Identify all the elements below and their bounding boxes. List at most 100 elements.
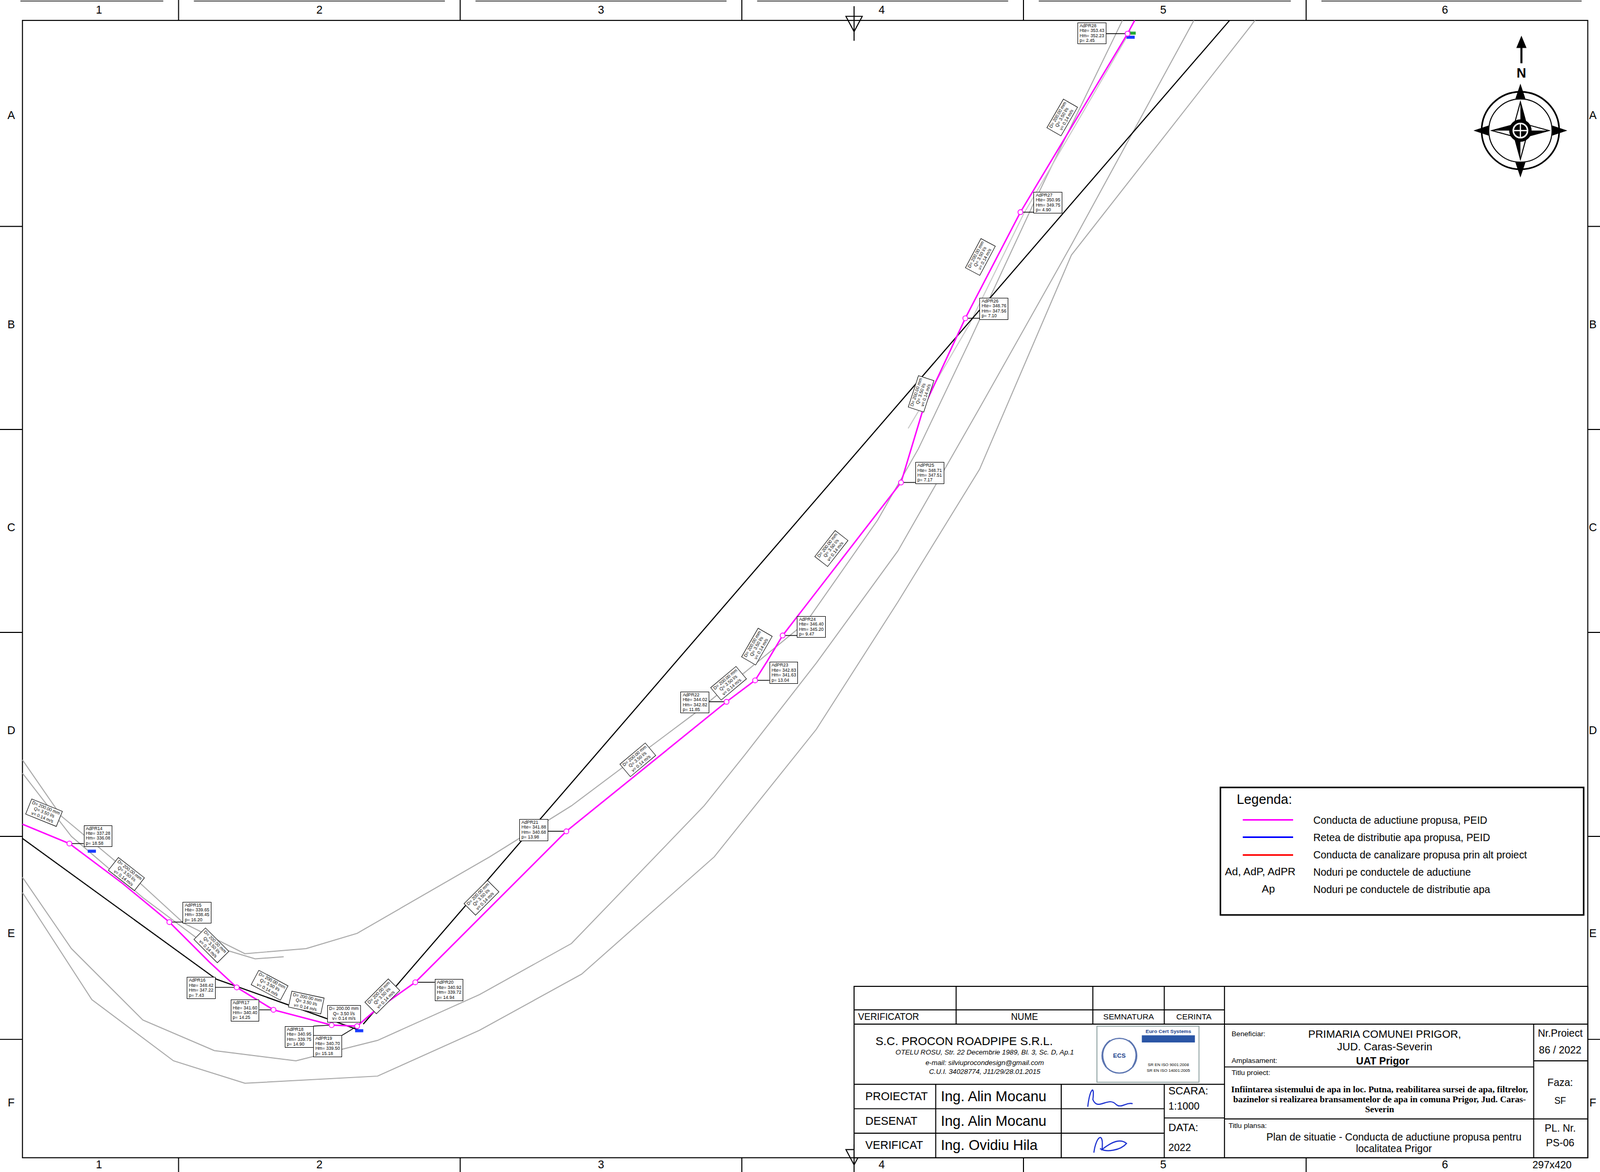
node-text: AdPR23 — [771, 663, 797, 668]
title-block-text: Ing. Alin Mocanu — [940, 1088, 1047, 1105]
title-block-text: NUME — [1010, 1011, 1039, 1023]
node-text: Hm= 339.75 — [286, 1037, 312, 1043]
title-block-text: S.C. PROCON ROADPIPE S.R.L. — [875, 1035, 1053, 1049]
node-point — [354, 1024, 360, 1029]
node-point — [898, 480, 904, 485]
node-box: AdPR20Hte= 340.92Hm= 339.72p= 14.94 — [434, 979, 464, 1002]
grid-reference: 4 — [878, 1158, 885, 1172]
title-block-grid — [854, 986, 1588, 1159]
legend-swatch — [1242, 854, 1293, 857]
legend-box — [1220, 787, 1584, 916]
node-text: p= 9.47 — [798, 632, 824, 637]
pipe-label-box: D= 200.00 mmQ= 3.50 l/sv= 0.14 m/s — [25, 798, 63, 828]
grid-reference: E — [1588, 927, 1597, 941]
node-text: Hm= 342.82 — [682, 702, 708, 708]
grid-reference: A — [7, 109, 15, 123]
drawing-part — [854, 787, 1588, 1159]
node-text: p= 7.17 — [917, 477, 943, 483]
grid-reference: E — [7, 927, 15, 941]
signature — [1088, 1090, 1134, 1108]
pipe-label-box: D= 200.00 mmQ= 3.50 l/sv= 0.14 m/s — [741, 627, 773, 666]
pipe-label-box: D= 200.00 mmQ= 3.50 l/sv= 0.14 m/s — [288, 991, 325, 1016]
node-text: p= 14.90 — [286, 1042, 312, 1048]
title-block-text: Plan de situatie - Conducta de aductiune… — [1253, 1131, 1535, 1155]
node-text: p= 7.10 — [981, 313, 1007, 319]
title-block-text: PROIECTAT — [865, 1090, 928, 1104]
node-text: p= 13.04 — [771, 678, 797, 684]
legend-swatch — [1242, 819, 1293, 821]
node-text: p= 14.25 — [232, 1015, 258, 1021]
node-text: Hm= 336.08 — [86, 836, 111, 841]
title-block-text: SEMNATURA — [1103, 1012, 1154, 1022]
grid-reference: 2 — [316, 1158, 323, 1172]
road-edge — [22, 20, 1194, 1062]
node-text: p= 13.98 — [521, 835, 547, 840]
node-text: Hm= 349.75 — [1035, 203, 1061, 208]
node-text: Hte= 348.76 — [981, 303, 1007, 309]
drawing-part — [22, 20, 1230, 1031]
node-box: AdPR14Hte= 337.28Hm= 336.08p= 18.58 — [83, 825, 113, 848]
node-text: p= 4.90 — [1035, 207, 1061, 213]
drawing-part — [87, 31, 1136, 1033]
compass-ring — [1481, 91, 1560, 170]
grid-reference: 5 — [1160, 1158, 1167, 1172]
valve-mark — [1129, 31, 1136, 35]
certification-logo — [1096, 1026, 1200, 1083]
pipe-label-box: D= 200.00 mmQ= 3.50 l/sv= 0.14 m/s — [364, 978, 401, 1015]
grid-reference: 3 — [598, 3, 605, 17]
title-block-text: Ing. Ovidiu Hila — [940, 1137, 1038, 1155]
compass-ring — [1488, 99, 1553, 163]
node-text: Hm= 338.45 — [184, 912, 210, 918]
boundary-line — [22, 838, 360, 1031]
legend-text: Noduri pe conductele de aductiune — [1313, 866, 1471, 879]
node-text: Hm= 345.20 — [798, 627, 824, 633]
node-text: Hm= 340.68 — [521, 830, 547, 836]
title-block-text: DESENAT — [865, 1114, 917, 1128]
node-box: AdPR15Hte= 339.65Hm= 338.45p= 16.20 — [182, 902, 212, 925]
node-box: AdPR19Hte= 340.70Hm= 339.50p= 15.18 — [313, 1035, 343, 1058]
pipe-label-box: D= 200.00 mmQ= 3.50 l/sv= 0.14 m/s — [710, 666, 748, 701]
node-text: Hte= 348.71 — [917, 468, 943, 474]
compass-hub — [1513, 123, 1528, 138]
node-text: AdPR25 — [917, 463, 943, 468]
title-block-text: Titlu plansa: — [1228, 1122, 1267, 1132]
legend-swatch — [1242, 836, 1293, 839]
node-text: Hte= 339.65 — [184, 908, 210, 913]
title-block-text: PRIMARIA COMUNEI PRIGOR, JUD. Caras-Seve… — [1295, 1028, 1474, 1054]
node-text: Hte= 341.60 — [232, 1006, 258, 1011]
node-point — [412, 980, 418, 986]
pipe-label-box: D= 200.00 mmQ= 3.50 l/sv= 0.14 m/s — [814, 530, 849, 568]
node-text: Hm= 347.51 — [917, 473, 943, 478]
node-text: p= 14.94 — [436, 995, 462, 1001]
grid-reference: F — [1589, 1096, 1597, 1110]
grid-reference: C — [7, 520, 16, 535]
node-text: p= 2.45 — [1079, 38, 1105, 44]
node-text: p= 16.20 — [184, 918, 210, 923]
grid-reference: 3 — [598, 1158, 605, 1172]
node-point — [780, 633, 785, 638]
road-edge — [22, 20, 1123, 955]
node-point — [329, 1022, 335, 1028]
sheet-frame — [22, 20, 1588, 1159]
centering-mark — [846, 6, 863, 41]
title-block — [854, 986, 1588, 1159]
compass-point — [1473, 83, 1568, 178]
pipe-label-box: D= 200.00 mmQ= 3.50 l/sv= 0.14 m/s — [326, 1005, 361, 1023]
node-text: AdPR17 — [232, 1000, 258, 1006]
legend-text: Ad, AdP, AdPR — [1224, 866, 1296, 879]
title-block-text: PL. Nr. — [1544, 1122, 1576, 1135]
title-block-text: 1:1000 — [1168, 1100, 1200, 1112]
node-text: AdPR16 — [188, 978, 214, 984]
grid-reference: B — [1588, 317, 1597, 332]
title-block-text: 297x420 — [1532, 1159, 1572, 1171]
node-point — [563, 829, 569, 835]
node-text: Hte= 340.70 — [315, 1041, 340, 1047]
title-block-text: SCARA: — [1168, 1085, 1209, 1098]
pipe-label-box: D= 200.00 mmQ= 3.50 l/sv= 0.14 m/s — [1046, 98, 1079, 137]
road-edge — [22, 20, 1256, 1084]
distribution-mark — [355, 1029, 364, 1033]
title-block-text: DATA: — [1168, 1122, 1199, 1135]
